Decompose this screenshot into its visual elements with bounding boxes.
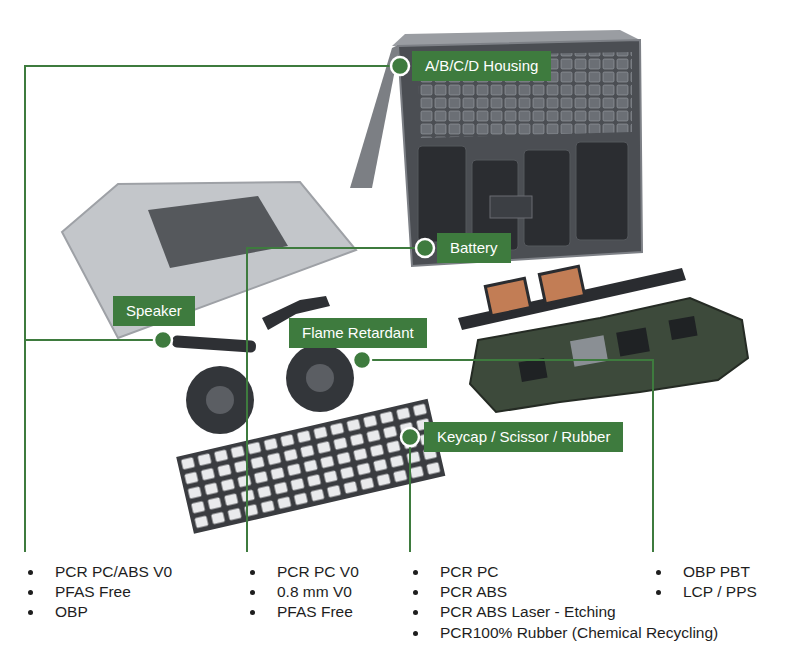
material-item: LCP / PPS xyxy=(683,582,757,602)
material-text: 0.8 mm V0 xyxy=(277,583,352,600)
leader-line xyxy=(409,437,411,552)
bullet-dot xyxy=(656,570,661,575)
logic-board xyxy=(470,298,748,412)
fan xyxy=(286,344,354,412)
fan-hub xyxy=(306,364,334,392)
material-text: PCR PC V0 xyxy=(277,563,359,580)
battery-cell xyxy=(576,142,628,240)
bullet-dot xyxy=(28,610,33,615)
copper-plate xyxy=(539,266,584,304)
leader-line xyxy=(25,66,400,552)
material-item: PCR PC/ABS V0 xyxy=(55,562,172,582)
leader-line xyxy=(362,360,653,552)
material-item: PCR ABS xyxy=(440,582,507,602)
label-text: Battery xyxy=(450,238,498,258)
bullet-dot xyxy=(413,631,418,636)
label-text: Speaker xyxy=(126,301,182,321)
label-text: Keycap / Scissor / Rubber xyxy=(437,427,610,447)
material-item: PFAS Free xyxy=(55,582,131,602)
bottom-case xyxy=(62,182,356,338)
callout-dot xyxy=(401,428,419,446)
bullet-dot xyxy=(28,590,33,595)
material-item: OBP PBT xyxy=(683,562,750,582)
fan xyxy=(186,366,254,434)
callout-dot xyxy=(391,57,409,75)
label-box: Speaker xyxy=(113,296,195,326)
keycap-grid xyxy=(178,401,444,532)
bullet-dot xyxy=(413,570,418,575)
label-box: Battery xyxy=(437,233,511,263)
leader-line xyxy=(247,248,425,552)
material-text: PCR PC/ABS V0 xyxy=(55,563,172,580)
copper-plate xyxy=(485,278,530,316)
material-text: PCR PC xyxy=(440,563,499,580)
bullet-dot xyxy=(656,590,661,595)
material-text: PCR100% Rubber (Chemical Recycling) xyxy=(440,624,718,641)
bullet-dot xyxy=(28,570,33,575)
material-item: PCR PC xyxy=(440,562,499,582)
bullet-dot xyxy=(250,590,255,595)
chip xyxy=(616,328,650,357)
battery-connector xyxy=(490,196,532,218)
chip xyxy=(668,316,697,340)
material-text: PCR ABS Laser - Etching xyxy=(440,603,616,620)
material-text: PFAS Free xyxy=(277,603,353,620)
callout-dot xyxy=(416,239,434,257)
label-box: Flame Retardant xyxy=(289,318,427,348)
keyboard-backplate xyxy=(418,52,632,138)
speaker-part xyxy=(172,335,257,353)
material-text: PCR ABS xyxy=(440,583,507,600)
bullet-dot xyxy=(250,570,255,575)
label-box: A/B/C/D Housing xyxy=(412,51,551,81)
fan-hub xyxy=(206,386,234,414)
bullet-dot xyxy=(250,610,255,615)
material-text: PFAS Free xyxy=(55,583,131,600)
label-box: Keycap / Scissor / Rubber xyxy=(424,422,623,452)
leader-lines xyxy=(25,66,653,552)
material-text: OBP xyxy=(55,603,88,620)
bottom-case-panel xyxy=(148,196,288,268)
chip xyxy=(570,335,608,367)
bullet-dot xyxy=(413,610,418,615)
material-text: OBP PBT xyxy=(683,563,750,580)
material-item: PCR PC V0 xyxy=(277,562,359,582)
top-case xyxy=(398,40,642,266)
chip xyxy=(518,358,547,382)
leader-line xyxy=(25,339,163,341)
label-text: Flame Retardant xyxy=(302,323,414,343)
callout-dot xyxy=(154,331,172,349)
keyboard-frame xyxy=(178,401,444,532)
material-item: PFAS Free xyxy=(277,602,353,622)
material-text: LCP / PPS xyxy=(683,583,757,600)
material-item: OBP xyxy=(55,602,88,622)
material-item: 0.8 mm V0 xyxy=(277,582,352,602)
label-text: A/B/C/D Housing xyxy=(425,56,538,76)
bullet-dot xyxy=(413,590,418,595)
battery-cell xyxy=(418,146,466,242)
material-item: PCR100% Rubber (Chemical Recycling) xyxy=(440,623,718,643)
callout-dot xyxy=(353,351,371,369)
callout-dots xyxy=(154,57,434,446)
material-item: PCR ABS Laser - Etching xyxy=(440,602,616,622)
